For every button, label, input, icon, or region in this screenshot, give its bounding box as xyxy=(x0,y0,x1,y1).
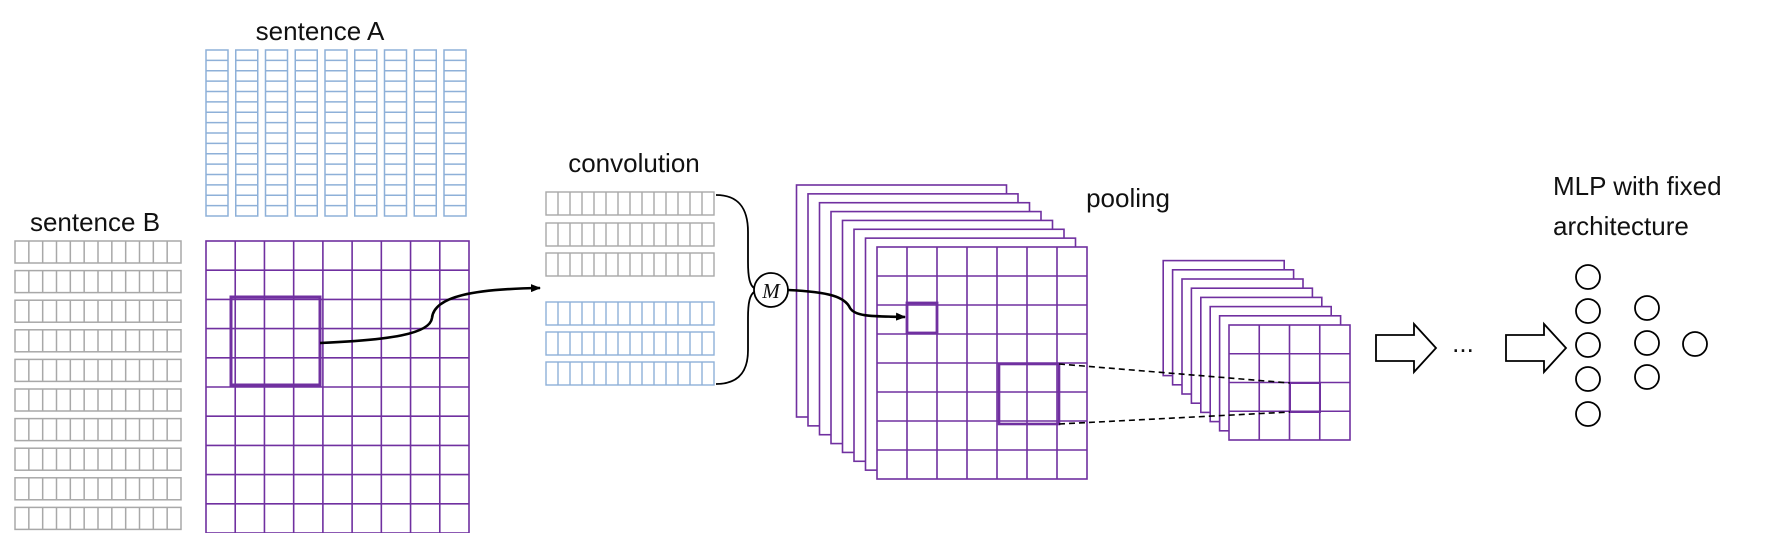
merge-symbol: M xyxy=(761,279,781,303)
merge-bracket-top xyxy=(715,194,755,289)
sentence-b-word-vector xyxy=(14,299,182,323)
conv-input-arrow xyxy=(319,284,541,345)
pool-dash-bottom xyxy=(1058,411,1291,425)
conv-filter-gray xyxy=(545,222,715,247)
conv-filter-gray xyxy=(545,191,715,216)
sentence-a-word-vector xyxy=(324,49,348,217)
sentence-a-label: sentence A xyxy=(256,16,385,46)
conv-output-border xyxy=(905,301,939,335)
interaction-grid xyxy=(205,240,470,534)
mlp-neuron xyxy=(1682,331,1708,357)
feature-maps-stack xyxy=(795,184,1088,480)
sentence-a-word-vector xyxy=(413,49,437,217)
convolution-label: convolution xyxy=(568,148,700,178)
pooling-label: pooling xyxy=(1086,183,1170,213)
merge-output-arrow xyxy=(787,288,906,321)
mlp-label-line1: MLP with fixed xyxy=(1553,171,1722,201)
mlp-neuron xyxy=(1575,401,1601,427)
sentence-a-word-vector xyxy=(354,49,378,217)
mlp-neuron xyxy=(1575,366,1601,392)
sentence-b-word-vector xyxy=(14,417,182,442)
pool-dash-top xyxy=(1058,363,1291,384)
merge-circle xyxy=(753,272,789,308)
merge-bracket-bottom xyxy=(715,291,755,385)
block-arrow-1 xyxy=(1375,321,1438,375)
sentence-a-word-vector xyxy=(205,49,229,217)
conv-window-border xyxy=(229,295,322,387)
interaction-matrix xyxy=(205,240,470,534)
sentence-a-word-vector xyxy=(383,49,408,217)
sentence-b-word-vector xyxy=(14,506,182,531)
conv-filter-blue xyxy=(545,361,715,386)
connectors xyxy=(319,194,1568,425)
sentence-b-embeddings xyxy=(14,240,182,531)
conv-filter-blue xyxy=(545,331,715,356)
sentence-a-word-vector xyxy=(235,49,259,217)
block-arrow-2 xyxy=(1505,321,1568,375)
ellipsis-label: ... xyxy=(1452,328,1474,358)
mlp-label-line2: architecture xyxy=(1553,211,1689,241)
pooled-maps-stack xyxy=(1162,259,1351,441)
sentence-b-word-vector xyxy=(14,477,182,501)
conv-filter-gray xyxy=(545,252,715,277)
pooled-output-border xyxy=(1289,382,1321,413)
mlp-neuron xyxy=(1575,332,1601,358)
mlp-neuron xyxy=(1575,264,1601,290)
sentence-b-word-vector xyxy=(14,388,182,412)
mlp-network xyxy=(1575,264,1708,427)
sentence-b-word-vector xyxy=(14,269,182,294)
sentence-b-word-vector xyxy=(14,329,182,353)
sentence-a-word-vector xyxy=(264,49,289,217)
mlp-neuron xyxy=(1575,298,1601,324)
mlp-neuron xyxy=(1634,330,1660,356)
sentence-b-label: sentence B xyxy=(30,207,160,237)
sentence-a-word-vector xyxy=(294,49,318,217)
sentence-a-word-vector xyxy=(443,49,467,217)
sentence-b-word-vector xyxy=(14,240,182,264)
merge-operator: M xyxy=(753,272,789,308)
convolution-filters xyxy=(545,191,715,386)
mlp-neuron xyxy=(1634,364,1660,390)
sentence-b-word-vector xyxy=(14,358,182,383)
conv-filter-blue xyxy=(545,301,715,326)
sentence-a-embeddings xyxy=(205,49,467,217)
mlp-neuron xyxy=(1634,295,1660,321)
pool-window-border xyxy=(997,362,1061,426)
sentence-b-word-vector xyxy=(14,447,182,471)
